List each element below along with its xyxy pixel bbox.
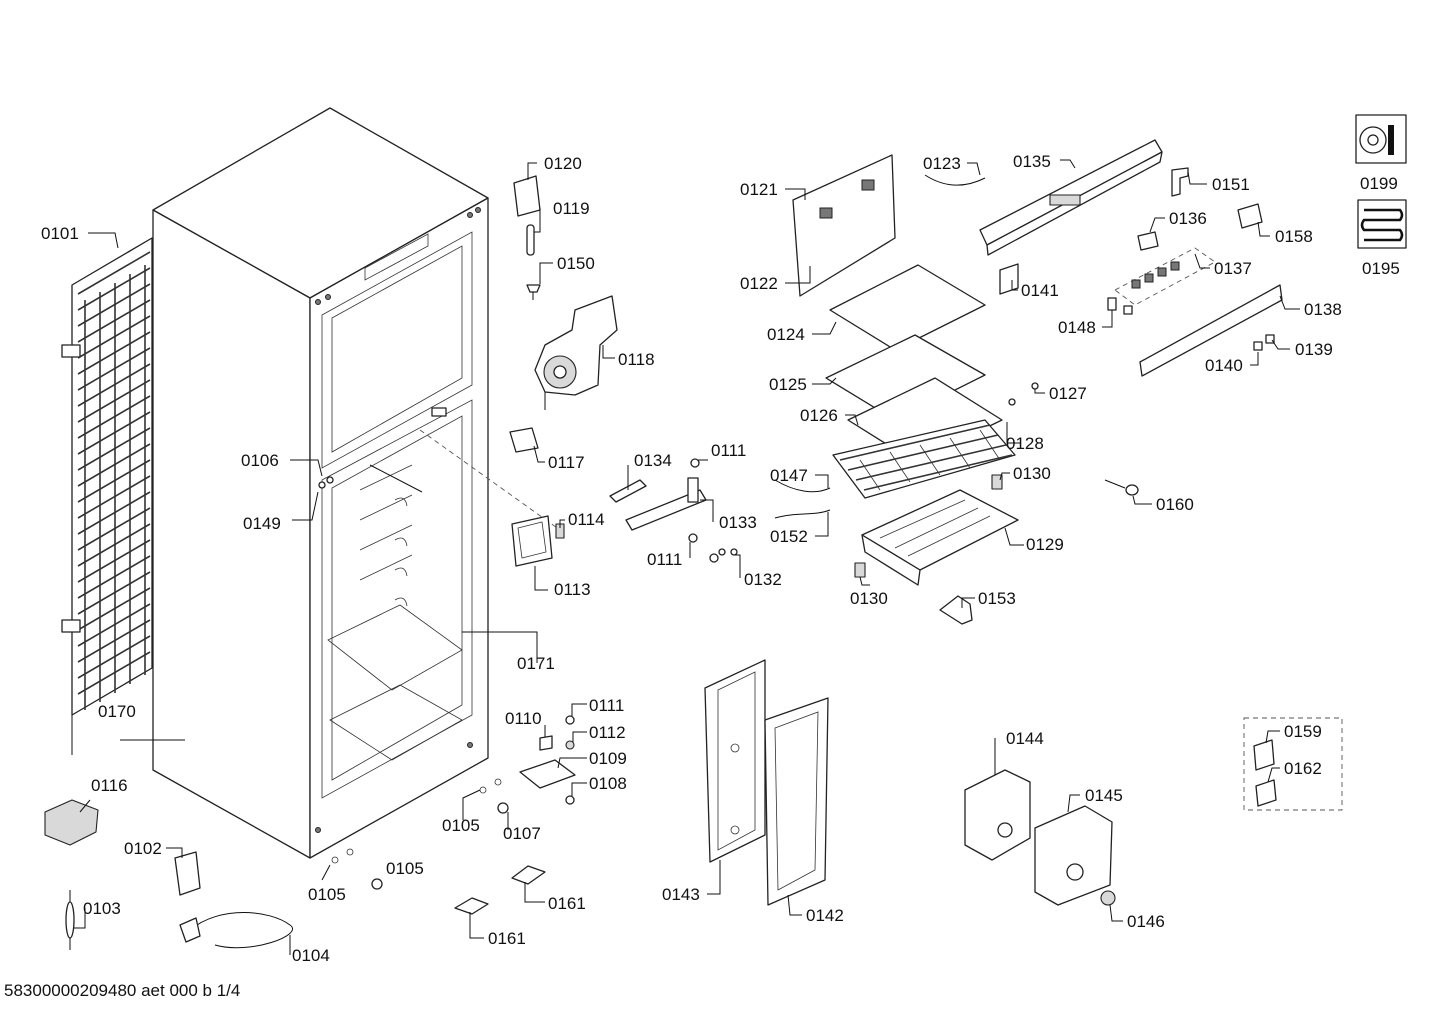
hinge-drawing xyxy=(609,458,738,563)
callout-label: 0112 xyxy=(589,723,626,742)
callout-label: 0111 xyxy=(647,550,682,569)
callout-label: 0123 xyxy=(923,154,961,173)
callout-label: 0116 xyxy=(91,776,128,795)
callout-label: 0148 xyxy=(1058,318,1096,337)
callout-label: 0132 xyxy=(744,570,782,589)
callout-label: 0146 xyxy=(1127,912,1165,931)
callout-label: 0134 xyxy=(634,451,672,470)
callout-label: 0138 xyxy=(1304,300,1342,319)
callout-label: 0151 xyxy=(1212,175,1250,194)
callout-label: 0110 xyxy=(505,709,542,728)
callout-label: 0127 xyxy=(1049,384,1087,403)
callout-label: 0161 xyxy=(488,929,526,948)
lamp-box-drawing xyxy=(511,515,565,567)
callout-label: 0119 xyxy=(553,199,590,218)
callout-label: 0105 xyxy=(386,859,424,878)
callout-label: 0111 xyxy=(711,441,746,460)
callout-label: 0114 xyxy=(568,510,605,529)
callout-label: 0109 xyxy=(589,749,627,768)
callout-label: 0122 xyxy=(740,274,778,293)
callout-label: 0158 xyxy=(1275,227,1313,246)
callout-label: 0104 xyxy=(292,946,330,965)
callout-label: 0106 xyxy=(241,451,279,470)
cabinet-drawing xyxy=(152,107,561,859)
callout-label: 0152 xyxy=(770,527,808,546)
thermostat-drawing xyxy=(964,769,1116,906)
callout-label: 0171 xyxy=(517,654,555,673)
callout-label: 0111 xyxy=(589,696,624,715)
callout-label: 0105 xyxy=(308,885,346,904)
callout-label: 0161 xyxy=(548,894,586,913)
callout-label: 0105 xyxy=(442,816,480,835)
callout-label: 0102 xyxy=(124,839,162,858)
leader-lines xyxy=(74,159,1300,955)
callout-label: 0199 xyxy=(1360,174,1398,193)
evaporator-drawing xyxy=(774,174,1039,625)
callout-label: 0137 xyxy=(1214,259,1252,278)
callout-label: 0159 xyxy=(1284,722,1322,741)
tool-kit-icon xyxy=(1355,114,1407,164)
condenser-drawing xyxy=(61,237,153,755)
fan-assembly-drawing xyxy=(509,175,618,453)
callout-label: 0195 xyxy=(1362,259,1400,278)
callout-label: 0147 xyxy=(770,466,808,485)
evaporator-kit-icon xyxy=(1357,199,1407,249)
callout-label: 0128 xyxy=(1006,434,1044,453)
callout-label: 0101 xyxy=(41,224,79,243)
callout-label: 0135 xyxy=(1013,152,1051,171)
electrical-parts-drawing xyxy=(44,799,293,950)
callout-label: 0126 xyxy=(800,406,838,425)
callout-label: 0139 xyxy=(1295,340,1333,359)
callout-label: 0130 xyxy=(1013,464,1051,483)
callout-label: 0143 xyxy=(662,885,700,904)
callout-label: 0120 xyxy=(544,154,582,173)
callout-label: 0170 xyxy=(98,702,136,721)
callout-label: 0130 xyxy=(850,589,888,608)
document-code: 58300000209480 aet 000 b 1/4 xyxy=(4,981,241,1000)
callout-label: 0125 xyxy=(769,375,807,394)
evaporator-cover-drawing xyxy=(792,154,1003,463)
callout-label: 0149 xyxy=(243,514,281,533)
callout-label: 0121 xyxy=(740,180,778,199)
callout-label: 0162 xyxy=(1284,759,1322,778)
callout-label: 0103 xyxy=(83,899,121,918)
callout-label: 0108 xyxy=(589,774,627,793)
callout-labels: 0101 0170 0116 0102 0103 0104 0105 0105 … xyxy=(41,152,1400,965)
callout-label: 0124 xyxy=(767,325,805,344)
lower-hinge-drawing xyxy=(331,715,576,915)
callout-label: 0107 xyxy=(503,824,541,843)
callout-label: 0141 xyxy=(1021,281,1059,300)
callout-label: 0136 xyxy=(1169,209,1207,228)
callout-label: 0118 xyxy=(618,350,655,369)
callout-label: 0144 xyxy=(1006,729,1044,748)
callout-label: 0153 xyxy=(978,589,1016,608)
control-panel-drawing xyxy=(979,139,1283,496)
callout-label: 0113 xyxy=(554,580,591,599)
callout-label: 0140 xyxy=(1205,356,1243,375)
callout-label: 0160 xyxy=(1156,495,1194,514)
callout-label: 0117 xyxy=(548,453,585,472)
callout-label: 0145 xyxy=(1085,786,1123,805)
callout-label: 0133 xyxy=(719,513,757,532)
callout-label: 0142 xyxy=(806,906,844,925)
callout-label: 0129 xyxy=(1026,535,1064,554)
callout-label: 0150 xyxy=(557,254,595,273)
door-bracket-drawing xyxy=(704,659,829,906)
